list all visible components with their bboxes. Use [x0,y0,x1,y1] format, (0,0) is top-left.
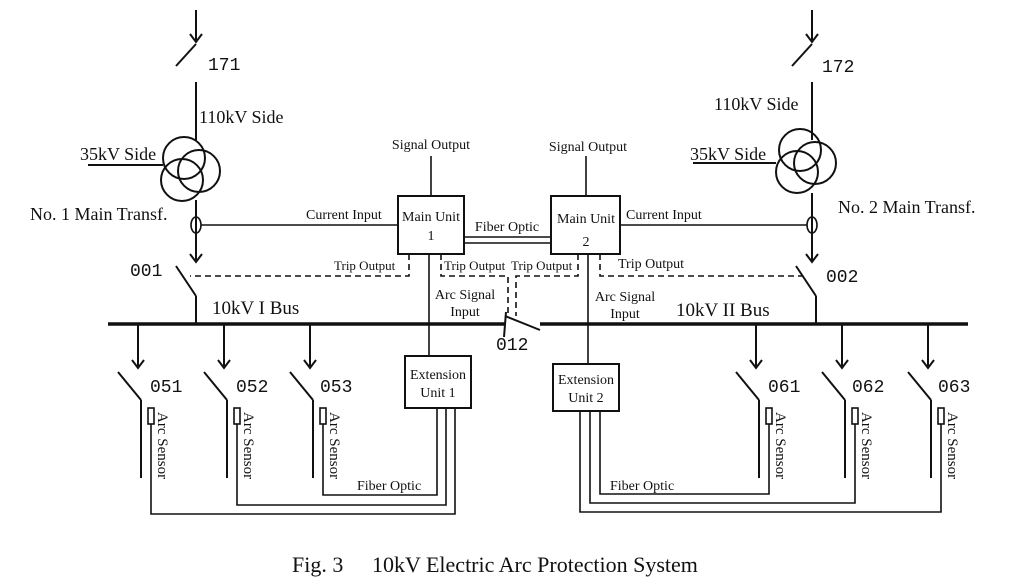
label-switch-061: 061 [768,378,800,398]
label-switch-051: 051 [150,378,182,398]
transformer-1-symbol [88,136,221,202]
main-unit-2-line1: Main Unit [557,212,615,227]
label-arc-sensor-052: Arc Sensor [240,412,256,479]
label-switch-052: 052 [236,378,268,398]
trip-output-001 [190,254,410,277]
label-bus-1: 10kV I Bus [212,298,299,319]
label-fiber-optic-link: Fiber Optic [475,220,539,235]
label-trip-output-012a: Trip Output [444,258,506,273]
label-t1-mv: 35kV Side [80,144,156,164]
main-unit-1-line1: Main Unit [402,210,460,225]
label-t2-hv: 110kV Side [714,94,799,114]
label-switch-172: 172 [822,58,854,78]
main-unit-2-line2: 2 [583,235,590,250]
fiber-runs-right [579,411,942,513]
trip-output-002 [599,254,802,277]
label-switch-053: 053 [320,378,352,398]
label-arc-input-1: Input [450,305,480,320]
label-current-input-1: Current Input [306,208,382,223]
extension-unit-1-box [404,355,472,409]
label-arc-sensor-061: Arc Sensor [772,412,788,479]
label-switch-062: 062 [852,378,884,398]
label-switch-012: 012 [496,336,528,356]
feeder-051 [117,324,155,478]
label-arc-sensor-051: Arc Sensor [154,412,170,479]
label-arc-sensor-063: Arc Sensor [944,412,960,479]
label-signal-output-1: Signal Output [392,138,470,153]
label-trip-output-001: Trip Output [334,258,396,273]
feeder-052 [203,324,241,478]
label-trip-output-012b: Trip Output [511,258,573,273]
incomer-left [175,10,203,140]
label-switch-171: 171 [208,56,240,76]
feeder-061 [735,324,773,478]
caption-fig-number: Fig. 3 [292,552,343,577]
label-t2-mv: 35kV Side [690,144,766,164]
feeder-063 [907,324,945,478]
label-t2-name: No. 2 Main Transf. [838,197,976,217]
label-arc-input-2: Input [610,307,640,322]
main-unit-fiber-link [464,236,551,244]
trip-output-012 [440,254,579,316]
switch-002 [795,265,817,324]
transformer-2-symbol [693,128,837,194]
label-current-input-2: Current Input [626,208,702,223]
label-fiber-optic-left: Fiber Optic [357,479,421,494]
label-t1-name: No. 1 Main Transf. [30,204,168,224]
label-switch-002: 002 [826,268,858,288]
label-t1-hv: 110kV Side [199,107,284,127]
ext-unit-1-line1: Extension [410,368,466,383]
caption-title: 10kV Electric Arc Protection System [372,552,698,577]
extension-unit-2-box [552,363,620,412]
fiber-runs-left [150,408,456,515]
label-arc-signal-2: Arc Signal [595,290,655,305]
label-fiber-optic-right: Fiber Optic [610,479,674,494]
feeder-062 [821,324,859,478]
label-arc-signal-1: Arc Signal [435,288,495,303]
ext-unit-1-line2: Unit 1 [420,386,455,401]
label-switch-001: 001 [130,262,162,282]
ext-unit-2-line1: Extension [558,373,614,388]
label-arc-sensor-053: Arc Sensor [326,412,342,479]
ext-unit-2-line2: Unit 2 [568,391,603,406]
main-unit-1-line2: 1 [428,229,435,244]
switch-001 [175,265,197,324]
label-signal-output-2: Signal Output [549,140,627,155]
switch-012 [503,311,541,338]
label-switch-063: 063 [938,378,970,398]
feeder-053 [289,324,327,478]
main-unit-1-box [397,195,465,255]
label-arc-sensor-062: Arc Sensor [858,412,874,479]
label-bus-2: 10kV II Bus [676,300,770,321]
incomer-right [791,10,819,140]
label-trip-output-002: Trip Output [618,257,684,272]
